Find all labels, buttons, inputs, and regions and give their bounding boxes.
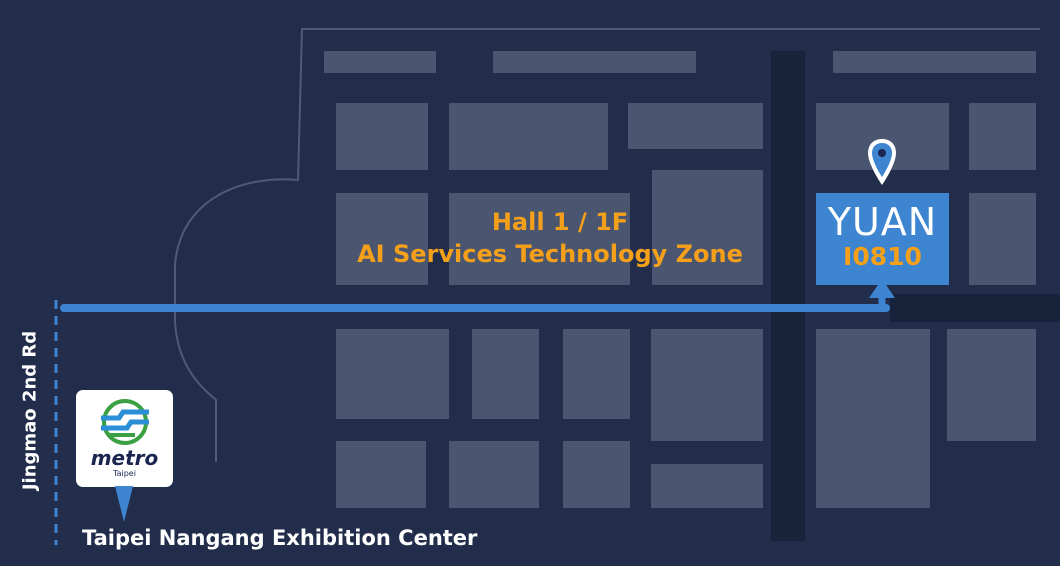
zone-label: AI Services Technology Zone xyxy=(357,240,743,268)
road-label: Jingmao 2nd Rd xyxy=(19,330,41,491)
booth-block xyxy=(969,103,1036,170)
horizontal-aisle xyxy=(890,294,1060,322)
booth-block xyxy=(449,103,608,170)
arrow-up-icon xyxy=(869,279,895,298)
hall-outline xyxy=(174,28,1040,462)
metro-sub: Taipei xyxy=(113,469,136,478)
metro-taipei-logo xyxy=(101,399,149,445)
booth-block xyxy=(628,103,763,149)
booth-name: YUAN xyxy=(827,200,938,244)
metro-pointer-icon xyxy=(115,486,133,522)
booth-block xyxy=(493,51,696,73)
hall-zone-label: Hall 1 / 1F AI Services Technology Zone xyxy=(0,208,1060,268)
booth-block xyxy=(449,193,630,285)
metro-station-marker[interactable]: metro Taipei xyxy=(76,390,173,487)
booth-block xyxy=(652,170,763,285)
booth-block xyxy=(651,329,763,441)
booth-block xyxy=(324,51,436,73)
vertical-aisle xyxy=(771,51,805,541)
booth-block xyxy=(563,329,630,419)
booth-block xyxy=(816,329,930,508)
booth-block xyxy=(651,464,763,508)
booth-block xyxy=(833,51,1036,73)
booth-block xyxy=(563,441,630,508)
metro-word: metro xyxy=(90,446,159,470)
booth-marker[interactable]: YUAN I0810 xyxy=(816,193,949,285)
booth-block xyxy=(336,329,449,419)
venue-label: Taipei Nangang Exhibition Center xyxy=(82,526,478,550)
booth-block xyxy=(336,193,428,285)
hall-label: Hall 1 / 1F xyxy=(491,208,629,236)
booth-block xyxy=(449,441,539,508)
booth-block xyxy=(336,441,426,508)
booth-block xyxy=(947,329,1036,441)
booth-number: I0810 xyxy=(843,242,922,271)
booth-block xyxy=(472,329,539,419)
location-pin-icon xyxy=(868,139,896,185)
booth-block xyxy=(969,193,1036,285)
booth-block xyxy=(336,103,428,170)
